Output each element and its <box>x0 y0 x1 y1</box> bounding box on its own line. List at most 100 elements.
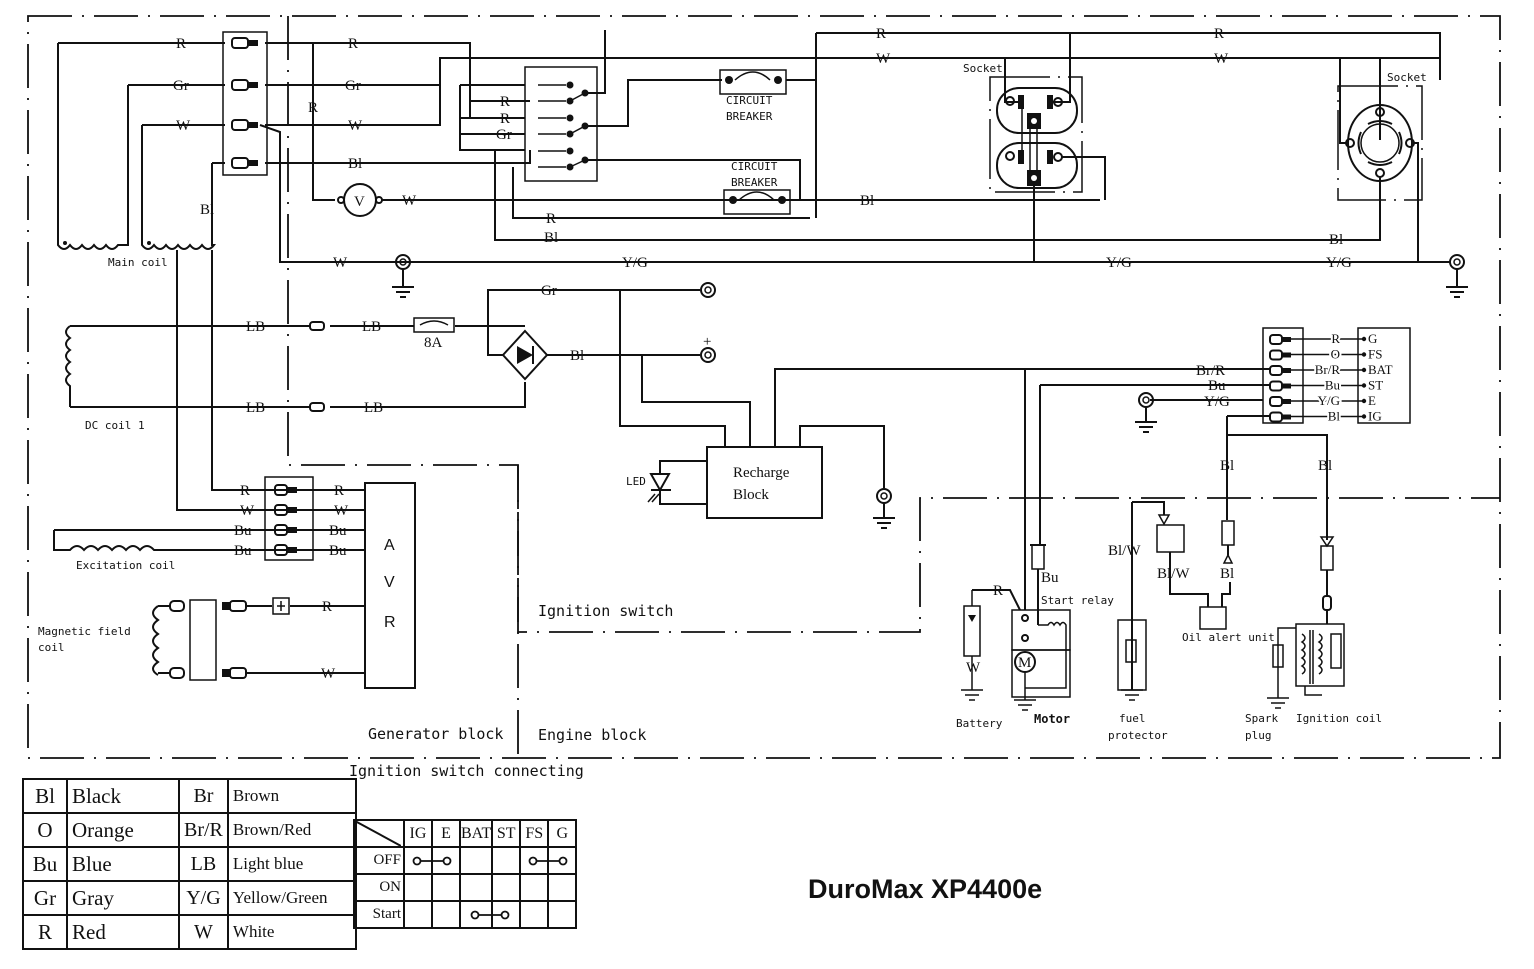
switch-cell <box>458 846 494 875</box>
voltmeter: V <box>337 183 383 217</box>
outer-frame <box>27 15 1501 759</box>
fuse-label: 8A <box>424 335 443 351</box>
wire-label-gr: Gr <box>173 78 189 94</box>
wire-label-bl-2: Bl <box>348 156 362 172</box>
ignition-switch-connector <box>1262 327 1411 424</box>
spark-plug-label-2: plug <box>1245 729 1272 742</box>
wire-label-bl-9: Bl <box>1220 566 1234 582</box>
switch-column-header: IG <box>403 819 433 848</box>
wire-label-yg-4: Y/G <box>1204 394 1230 410</box>
start-relay-label: Start relay <box>1041 594 1114 607</box>
recharge-block: Recharge Block <box>706 446 823 519</box>
wire-label-w-3: W <box>402 193 417 209</box>
switch-cell <box>491 873 522 902</box>
main-coil: Main coil <box>57 43 217 269</box>
circuit-breaker-2-label-1: CIRCUIT <box>731 160 778 173</box>
wire-label-bu: Bu <box>1208 378 1226 394</box>
wire-label-r: R <box>176 36 186 52</box>
switch-wire-label: Y/G <box>1318 393 1340 408</box>
switch-wire-label: Bu <box>1325 378 1341 393</box>
excitation-coil: Excitation coil <box>53 529 365 572</box>
ground-terminal-4 <box>1135 392 1157 433</box>
switch-connection-mark <box>470 910 510 920</box>
switch-cell <box>431 873 461 902</box>
legend-name2: White <box>226 914 357 950</box>
switch-column-header: ST <box>491 819 522 848</box>
switch-connector-row: Br/R BAT <box>1269 360 1393 379</box>
wire-label-w-6: W <box>333 255 348 271</box>
wire-label-gr-4: Gr <box>541 283 557 299</box>
wire-label-w-8: W <box>334 503 349 519</box>
switch-wire-label: Bl <box>1328 409 1341 424</box>
switch-row-label: OFF <box>353 846 405 875</box>
avr-letter-v: V <box>384 574 395 591</box>
switch-terminal-label: G <box>1368 331 1377 346</box>
ground-terminal-3 <box>873 488 895 529</box>
main-coil-label: Main coil <box>108 256 168 269</box>
wire-label-bl-8: Bl <box>1318 458 1332 474</box>
switch-row: OFF <box>353 846 578 875</box>
wire-label-bl-5: Bl <box>1329 232 1343 248</box>
wire-label-bl-4: Bl <box>860 193 874 209</box>
switch-terminal-label: ST <box>1368 378 1383 393</box>
circuit-breaker-1-label-1: CIRCUIT <box>726 94 773 107</box>
circuit-breaker-1-label-2: BREAKER <box>726 110 773 123</box>
switch-column-header: BAT <box>458 819 494 848</box>
legend-name: Orange <box>66 812 180 848</box>
wire-label-w: W <box>176 118 191 134</box>
engine-block-label: Engine block <box>538 726 646 744</box>
switch-terminal-label: BAT <box>1368 362 1393 377</box>
rectifier <box>501 329 549 381</box>
legend-code: Bl <box>22 778 68 814</box>
ignition-coil: Spark plug Ignition coil <box>1245 536 1382 742</box>
switch-row: ON <box>353 873 578 902</box>
recharge-block-label-2: Block <box>733 487 769 503</box>
switch-column-header: E <box>431 819 461 848</box>
wire-label-bl-6: Bl <box>570 348 584 364</box>
switch-terminal-label: FS <box>1368 347 1382 362</box>
switch-wire-label: O <box>1331 347 1340 362</box>
switch-wire-label: Br/R <box>1315 362 1341 377</box>
switch-row: Start <box>353 900 578 929</box>
avr-letter-r: R <box>384 614 396 631</box>
legend-name2: Brown/Red <box>226 812 357 848</box>
ignition-switch-label: Ignition switch <box>538 602 673 620</box>
excitation-coil-label: Excitation coil <box>76 559 175 572</box>
plus-sign: + <box>703 334 711 350</box>
ground-terminal-1 <box>392 254 414 298</box>
wire-label-w-5: W <box>1214 51 1229 67</box>
switch-cell <box>403 873 433 902</box>
legend-name2: Yellow/Green <box>226 880 357 916</box>
switch-wire-label: R <box>1331 331 1340 346</box>
fuel-protector-label-2: protector <box>1108 729 1168 742</box>
wire-label-r-8: R <box>1214 26 1224 42</box>
switch-cell <box>491 846 522 875</box>
wire-label-gr-3: Gr <box>496 127 512 143</box>
magnetic-field-coil-label-1: Magnetic field <box>38 625 131 638</box>
fuel-protector: Bl/W fuel protector <box>1108 501 1171 742</box>
wire-label-w-9: W <box>321 666 336 682</box>
dc-output-terminal-neg <box>700 282 716 298</box>
switch-column-header: FS <box>519 819 550 848</box>
wire-label-yg: Y/G <box>622 255 648 271</box>
legend-name: Black <box>66 778 180 814</box>
spark-plug-label-1: Spark <box>1245 712 1278 725</box>
switch-connector-row: Bu ST <box>1269 376 1383 395</box>
wire-label-brr: Br/R <box>1196 363 1225 379</box>
wire-label-blw-2: Bl/W <box>1157 566 1190 582</box>
switch-connection-mark <box>528 856 568 866</box>
magnetic-field-coil-label-2: coil <box>38 641 65 654</box>
switch-cell <box>458 900 510 929</box>
legend-code2: LB <box>178 846 229 882</box>
wire-label-bu-6: Bu <box>1041 570 1059 586</box>
legend-name2: Brown <box>226 778 357 814</box>
wire-label-w-7: W <box>240 503 255 519</box>
switch-connection-mark <box>412 856 452 866</box>
magnetic-field-coil: Magnetic field coil <box>38 597 365 681</box>
